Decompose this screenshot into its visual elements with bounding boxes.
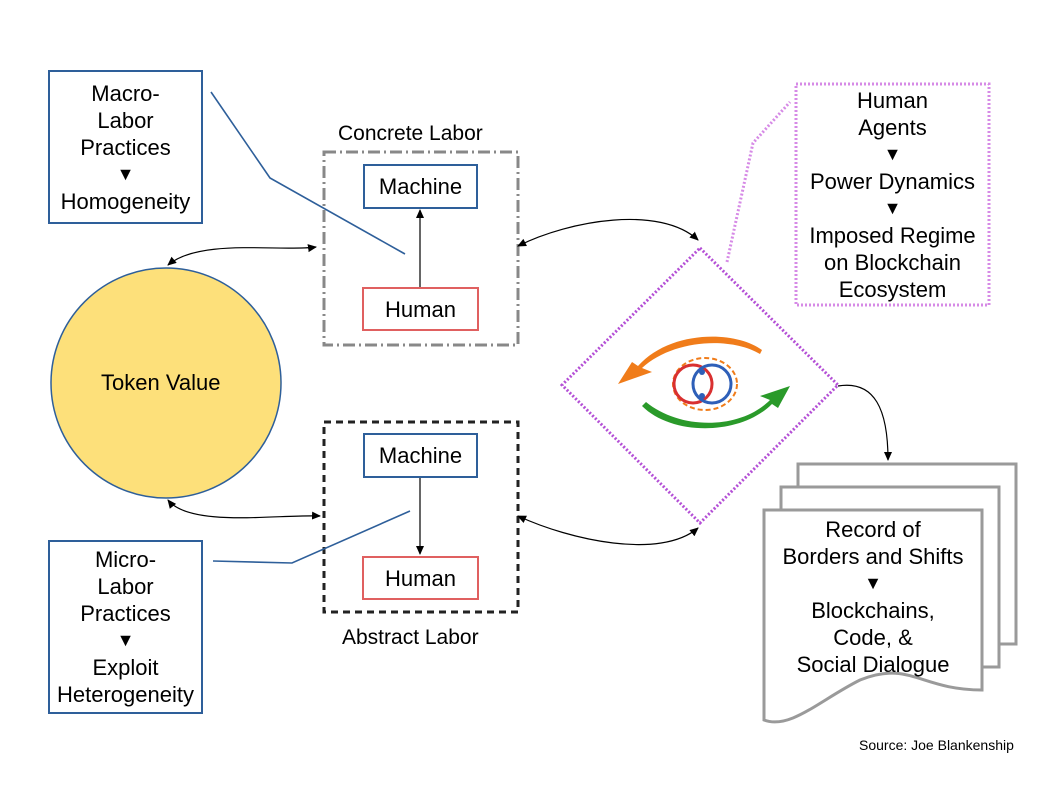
record-line-4: Code, &: [833, 625, 913, 650]
macro-line-4: Homogeneity: [60, 188, 191, 214]
micro-line-2: Labor: [97, 574, 154, 599]
record-line-3: Blockchains,: [811, 598, 935, 623]
micro-line-3: Practices: [80, 601, 171, 626]
governance-diamond: [559, 245, 841, 526]
abstract-machine-label: Machine: [378, 443, 463, 468]
abstract-diamond-connector: [517, 515, 699, 546]
agents-frame: [794, 82, 991, 307]
agents-callout-line: [725, 100, 792, 263]
record-line-5: Social Dialogue: [796, 652, 950, 677]
concrete-machine-box: Machine: [363, 164, 478, 209]
concrete-diamond-connector: [517, 218, 699, 247]
token-abstract-connector: [167, 499, 321, 520]
agents-line-5: on Blockchain: [824, 250, 961, 275]
token-concrete-connector: [167, 244, 317, 266]
agents-line-3: Power Dynamics: [809, 169, 976, 194]
abstract-labor-title: Abstract Labor: [342, 626, 479, 649]
record-line-1: Record of: [825, 517, 921, 542]
concrete-human-label: Human: [385, 296, 456, 322]
down-arrow-icon: ▼: [116, 630, 135, 650]
record-line-2: Borders and Shifts: [782, 544, 964, 569]
agents-box: Human Agents ▼ Power Dynamics ▼ Imposed …: [796, 86, 989, 304]
down-arrow-icon: ▼: [883, 144, 902, 164]
token-circle: [50, 267, 282, 499]
abstract-human-box: Human: [362, 556, 479, 600]
diamond-record-connector: [837, 384, 892, 461]
micro-line-4: Exploit: [92, 655, 159, 680]
macro-line-3: Practices: [80, 134, 171, 160]
record-text: Record of Borders and Shifts ▼ Blockchai…: [764, 516, 982, 684]
macro-line-2: Labor: [97, 107, 154, 133]
concrete-labor-frame: [322, 150, 520, 347]
record-document-stack: [762, 462, 1018, 724]
abstract-machine-box: Machine: [363, 433, 478, 478]
concrete-labor-title: Concrete Labor: [338, 122, 483, 145]
concrete-machine-label: Machine: [378, 174, 463, 199]
micro-labor-box: Micro- Labor Practices ▼ Exploit Heterog…: [48, 540, 203, 714]
down-arrow-icon: ▼: [864, 573, 882, 593]
down-arrow-icon: ▼: [883, 198, 902, 218]
agents-line-6: Ecosystem: [838, 277, 947, 302]
micro-line-5: Heterogeneity: [57, 682, 194, 707]
down-arrow-icon: ▼: [116, 163, 135, 184]
agents-line-4: Imposed Regime: [809, 223, 976, 248]
source-credit: Source: Joe Blankenship: [859, 737, 1014, 753]
macro-labor-box: Macro- Labor Practices ▼ Homogeneity: [48, 70, 203, 224]
micro-line-1: Micro-: [94, 547, 157, 572]
agents-line-2: Agents: [858, 115, 927, 140]
concrete-human-box: Human: [362, 287, 479, 331]
cycle-eye-icon: [618, 336, 790, 429]
macro-line-1: Macro-: [91, 80, 160, 106]
abstract-human-label: Human: [385, 565, 456, 591]
agents-line-1: Human: [857, 88, 928, 113]
macro-callout-line: [210, 91, 406, 255]
token-value-label: Token Value: [101, 370, 221, 395]
micro-callout-line: [212, 510, 411, 564]
